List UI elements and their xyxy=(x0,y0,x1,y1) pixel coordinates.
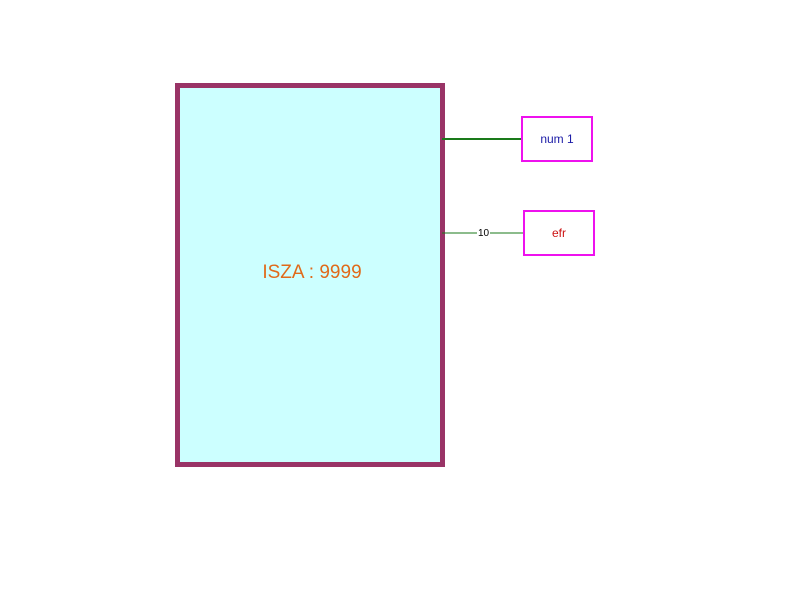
connector-efr-label: 10 xyxy=(477,228,491,240)
main-block[interactable]: ISZA : 9999 xyxy=(175,83,445,467)
node-num1-label: num 1 xyxy=(540,132,574,146)
node-num1[interactable]: num 1 xyxy=(521,116,593,162)
main-block-label: ISZA : 9999 xyxy=(262,262,362,283)
node-efr[interactable]: efr xyxy=(523,210,595,256)
node-efr-label: efr xyxy=(551,226,566,240)
